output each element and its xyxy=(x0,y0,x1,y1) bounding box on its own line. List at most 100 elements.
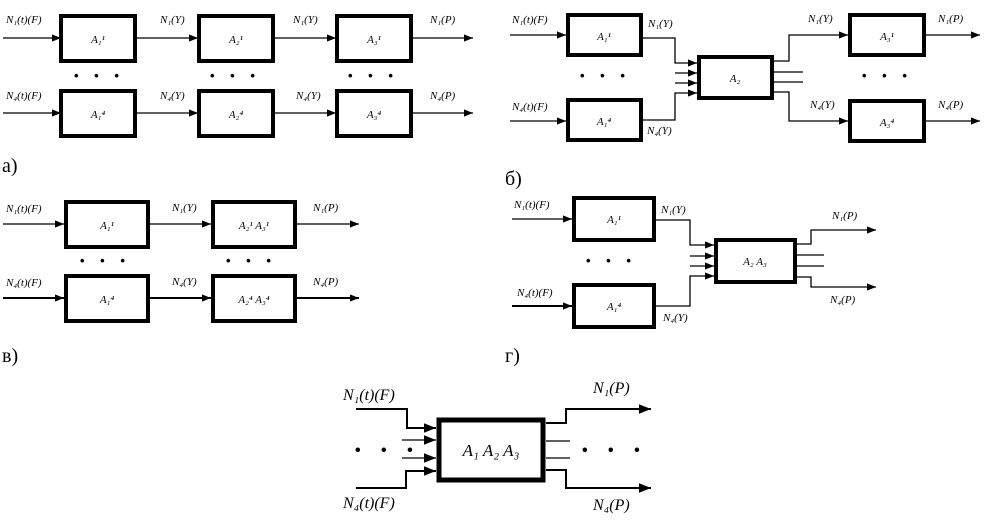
block-b-r2-1 xyxy=(566,98,643,142)
caption-b: б) xyxy=(505,168,522,190)
label-v-r1-mid: N₁(Y) xyxy=(171,202,197,214)
arrow-d-out-1 xyxy=(546,404,651,424)
ellipsis: • • • xyxy=(226,253,277,268)
label-g-r1-input: N₁(t)(F) xyxy=(513,199,550,211)
label-b-r2-output: N₄(P) xyxy=(937,99,964,111)
label-a-r2-input: N₄(t)(F) xyxy=(5,90,42,102)
block-a-r1-1 xyxy=(59,14,137,63)
block-label: A₁⁴ xyxy=(606,301,622,313)
block-label: A₂⁴ A₃⁴ xyxy=(237,294,269,306)
block-b-r1-1 xyxy=(566,13,643,57)
label-a-r1-mid1: N₁(Y) xyxy=(159,14,185,26)
diagram-b: N₁(t)(F) A₁¹ N₁(Y) • • • N₄(t)(F) A₁⁴ N₄… xyxy=(505,13,980,190)
diagram-d: N₁(t)(F) N₄(t)(F) • • • A₁ A₂ A₃ N₁(P) N… xyxy=(342,380,651,514)
block-g-r2-1 xyxy=(572,283,656,329)
ellipsis: • • • xyxy=(80,253,131,268)
label-b-r1-mid: N₁(Y) xyxy=(647,18,673,30)
label-b-r1-input: N₁(t)(F) xyxy=(511,14,548,26)
diagram-g: N₁(t)(F) A₁¹ N₁(Y) • • • N₄(t)(F) A₁⁴ N₄… xyxy=(505,196,876,367)
arrow-d-out-4 xyxy=(546,469,651,493)
arrow-b-center-to-r2 xyxy=(774,91,848,125)
block-b-center xyxy=(697,55,774,100)
label-v-r1-output: N₁(P) xyxy=(312,202,339,214)
label-v-r2-mid: N₄(Y) xyxy=(171,276,197,288)
block-label: A₁ A₂ A₃ xyxy=(462,441,520,460)
block-b-r1-3 xyxy=(848,13,926,57)
arrow-d-in-1 xyxy=(356,408,436,433)
ellipsis: • • • xyxy=(348,68,399,83)
caption-v: в) xyxy=(2,345,18,367)
ellipsis: • • • xyxy=(580,68,631,83)
block-label: A₃⁴ xyxy=(366,109,382,121)
caption-g: г) xyxy=(505,345,520,367)
block-a-r2-2 xyxy=(197,89,275,138)
block-g-r1-1 xyxy=(572,196,656,242)
label-d-input-bottom: N₄(t)(F) xyxy=(342,495,395,512)
block-label: A₁⁴ xyxy=(99,294,115,306)
label-d-input-top: N₁(t)(F) xyxy=(342,387,395,404)
block-a-r2-3 xyxy=(335,89,413,138)
label-g-r1-output: N₁(P) xyxy=(831,210,858,222)
diagram-v: N₁(t)(F) A₁¹ N₁(Y) A₂¹ A₃¹ N₁(P) • • • •… xyxy=(2,200,359,367)
block-label: A₃⁴ xyxy=(879,117,895,129)
block-label: A₁¹ xyxy=(90,34,105,46)
label-b-r1-output: N₁(P) xyxy=(937,13,964,25)
label-a-r1-output: N₁(P) xyxy=(429,14,456,26)
block-v-r1-1 xyxy=(64,200,150,249)
arrow-g-r1-to-center xyxy=(656,219,714,249)
label-g-r1-mid: N₁(Y) xyxy=(660,204,686,216)
block-v-r2-2 xyxy=(211,274,297,323)
block-label: A₂ xyxy=(729,73,741,85)
label-d-output-bottom: N₄(P) xyxy=(592,497,630,514)
block-label: A₂⁴ xyxy=(228,109,244,121)
block-g-center xyxy=(714,238,797,284)
block-v-r2-1 xyxy=(64,274,150,323)
block-label: A₁⁴ xyxy=(90,109,106,121)
ellipsis: • • • xyxy=(862,68,913,83)
caption-a: а) xyxy=(2,155,18,177)
block-a-r2-1 xyxy=(59,89,137,138)
label-g-r2-mid: N₄(Y) xyxy=(662,312,688,324)
block-label: A₂ A₃ xyxy=(742,256,767,268)
ellipsis: • • • xyxy=(582,442,648,459)
block-label: A₁¹ xyxy=(99,220,114,232)
block-label: A₂¹ A₃¹ xyxy=(238,220,269,232)
block-d-center xyxy=(436,417,546,483)
arrow-g-r2-to-center xyxy=(656,272,714,307)
arrow-b-r1-to-center xyxy=(643,37,697,67)
ellipsis: • • • xyxy=(210,68,261,83)
block-v-r1-2 xyxy=(211,200,297,249)
block-b-r2-3 xyxy=(848,99,926,143)
ellipsis: • • • xyxy=(355,442,421,459)
arrow-g-out-2 xyxy=(797,276,876,291)
label-d-output-top: N₁(P) xyxy=(592,380,630,397)
label-b-r1-mid-out: N₁(Y) xyxy=(807,13,833,25)
arrow-g-out-1 xyxy=(797,226,876,245)
label-a-r1-mid2: N₁(Y) xyxy=(292,14,318,26)
block-label: A₁¹ xyxy=(596,31,611,43)
label-g-r2-output: N₄(P) xyxy=(829,294,856,306)
label-b-r2-mid: N₄(Y) xyxy=(646,125,672,137)
diagram-a: N₁(t)(F) A₁¹ N₁(Y) A₂¹ N₁(Y) A₃¹ N₁(P) •… xyxy=(2,14,473,177)
label-g-r2-input: N₄(t)(F) xyxy=(516,287,553,299)
block-a-r1-2 xyxy=(197,14,275,63)
label-a-r1-input: N₁(t)(F) xyxy=(5,14,42,26)
block-label: A₃¹ xyxy=(366,34,381,46)
block-label: A₁⁴ xyxy=(596,116,612,128)
block-a-r1-3 xyxy=(335,14,413,63)
label-v-r2-input: N₄(t)(F) xyxy=(5,277,42,289)
label-a-r2-output: N₄(P) xyxy=(429,90,456,102)
arrow-d-in-4 xyxy=(356,466,436,489)
label-b-r2-input: N₄(t)(F) xyxy=(511,101,548,113)
ellipsis: • • • xyxy=(74,68,125,83)
block-label: A₁¹ xyxy=(606,214,621,226)
arrow-b-r2-to-center xyxy=(643,89,697,121)
block-label: A₂¹ xyxy=(228,34,243,46)
arrow-b-center-to-r1 xyxy=(774,31,848,62)
label-b-r2-mid-out: N₄(Y) xyxy=(809,99,835,111)
label-v-r1-input: N₁(t)(F) xyxy=(5,203,42,215)
ellipsis: • • • xyxy=(586,253,637,268)
label-a-r2-mid1: N₄(Y) xyxy=(159,90,185,102)
label-v-r2-output: N₄(P) xyxy=(312,276,339,288)
